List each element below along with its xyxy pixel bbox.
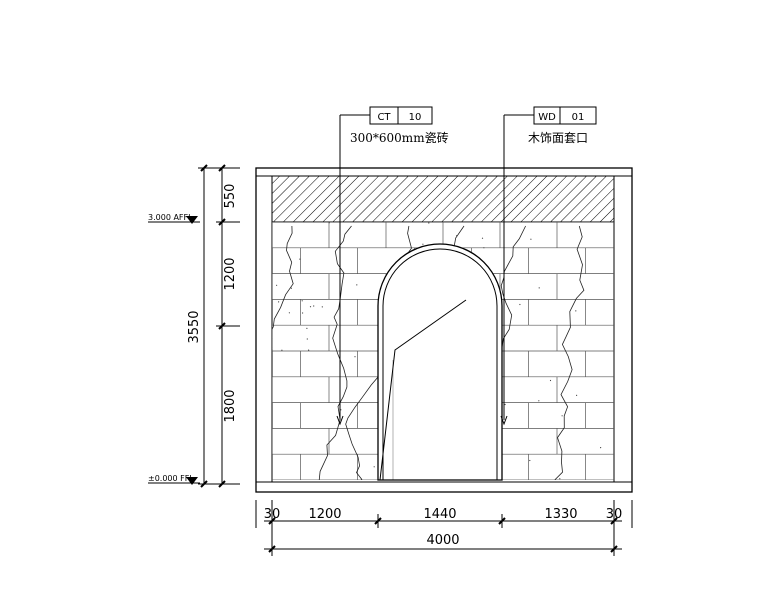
callout-tile-code: CT — [377, 112, 391, 123]
dim-right-edge: 30 — [606, 507, 623, 522]
dim-top: 550 — [223, 184, 238, 209]
level-upper: 3.000 AFFL — [148, 213, 200, 224]
callout-wood-label: 木饰面套口 — [528, 131, 588, 145]
ceiling-band — [271, 175, 615, 223]
vertical-dimension: 550 1200 1800 3550 — [187, 164, 240, 488]
callout-tile-num: 10 — [409, 112, 422, 123]
callout-wood-code: WD — [538, 112, 556, 123]
level-lower-label: ±0.000 FFL — [148, 474, 194, 483]
arch-opening — [377, 243, 503, 481]
callout-tile-label: 300*600mm瓷砖 — [350, 130, 449, 145]
dim-bottom: 1800 — [223, 389, 238, 422]
dim-left-edge: 30 — [264, 507, 281, 522]
horizontal-dimension: 30 1200 1440 1330 30 4000 — [255, 500, 633, 556]
level-lower: ±0.000 FFL — [148, 474, 200, 485]
dim-middle: 1200 — [223, 257, 238, 290]
dim-center: 1440 — [423, 507, 456, 522]
callout-wood: WD 01 木饰面套口 — [500, 106, 597, 426]
dim-total-width: 4000 — [426, 533, 459, 548]
level-upper-label: 3.000 AFFL — [148, 213, 193, 222]
dim-right: 1330 — [544, 507, 577, 522]
dim-left: 1200 — [308, 507, 341, 522]
dim-total-height: 3550 — [187, 310, 202, 343]
callout-tile: CT 10 300*600mm瓷砖 — [336, 106, 449, 426]
callout-wood-num: 01 — [572, 112, 585, 123]
